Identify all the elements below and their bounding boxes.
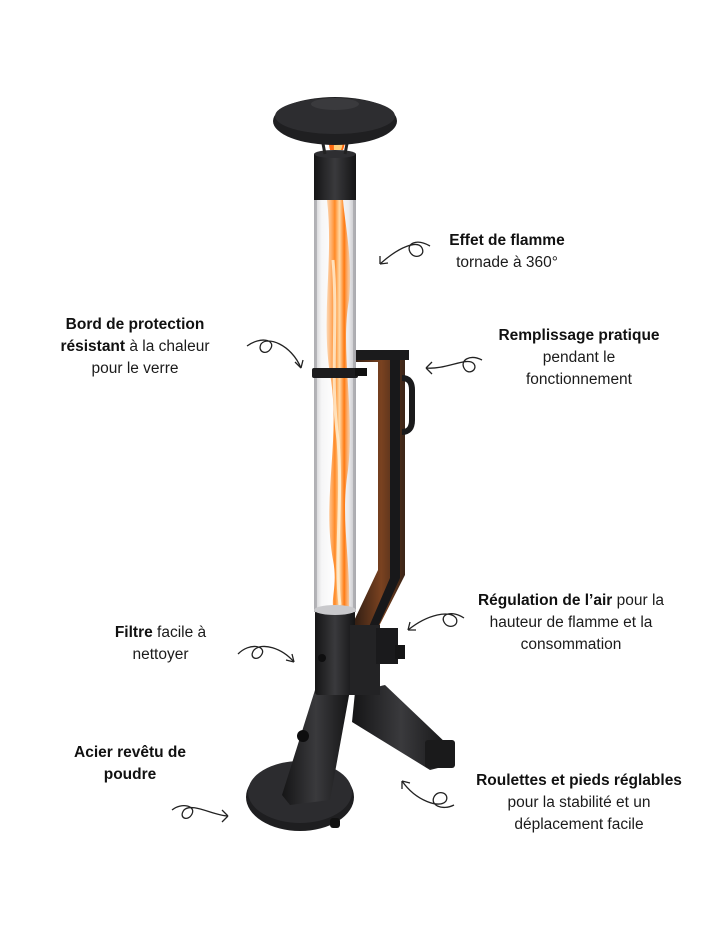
feature-steel-title-1: Acier revêtu de: [74, 744, 186, 761]
feature-air-text-3: consommation: [520, 636, 622, 653]
curly-arrow-icon: [401, 780, 455, 809]
top-collar: [314, 150, 356, 200]
feature-wheels-text-2: pour la stabilité et un: [507, 794, 651, 811]
glass-tube: [314, 196, 356, 615]
clamp-ring: [312, 368, 367, 378]
curly-arrow-icon: [425, 356, 483, 375]
feature-refill-text-3: fonctionnement: [526, 371, 632, 388]
curly-arrow-icon: [237, 645, 295, 663]
feature-refill: Remplissage pratique pendant le fonction…: [484, 325, 674, 391]
feature-wheels-title: Roulettes et pieds réglables: [476, 772, 682, 789]
curly-arrow-icon: [379, 241, 431, 265]
feature-air-regulation: Régulation de l’air pour la hauteur de f…: [460, 590, 682, 656]
feature-steel-title-2: poudre: [103, 766, 157, 783]
feature-flame-effect: Effet de flamme tornade à 360°: [432, 230, 582, 274]
feature-edge-text-3: pour le verre: [91, 360, 179, 377]
feature-edge-title-2: résistant: [60, 338, 126, 355]
feature-edge-title-1: Bord de protection: [65, 316, 205, 333]
feature-filter: Filtre facile à nettoyer: [98, 622, 223, 666]
feature-flame-title: Effet de flamme: [449, 232, 565, 249]
curly-arrow-icon: [407, 612, 465, 631]
feature-refill-text-2: pendant le: [542, 349, 616, 366]
left-leg: [282, 690, 350, 805]
refill-column: [352, 350, 415, 640]
feature-air-text-2: hauteur de flamme et la: [489, 614, 653, 631]
feature-edge-text-2: à la chaleur: [125, 338, 210, 355]
feature-filter-title: Filtre: [114, 624, 153, 641]
top-cap: [273, 97, 397, 155]
feature-air-text-1: pour la: [612, 592, 665, 609]
feature-protective-edge: Bord de protection résistant à la chaleu…: [40, 314, 230, 380]
burner-box: [315, 610, 405, 695]
right-foot: [352, 685, 455, 770]
feature-flame-text: tornade à 360°: [456, 254, 558, 271]
feature-air-title: Régulation de l’air: [477, 592, 613, 609]
feature-filter-text-1: facile à: [152, 624, 207, 641]
feature-powder-steel: Acier revêtu de poudre: [60, 742, 200, 786]
feature-refill-title: Remplissage pratique: [498, 327, 660, 344]
feature-wheels: Roulettes et pieds réglables pour la sta…: [463, 770, 695, 836]
curly-arrow-icon: [171, 804, 229, 823]
feature-wheels-text-3: déplacement facile: [514, 816, 644, 833]
curly-arrow-icon: [246, 339, 304, 369]
feature-filter-text-2: nettoyer: [132, 646, 189, 663]
